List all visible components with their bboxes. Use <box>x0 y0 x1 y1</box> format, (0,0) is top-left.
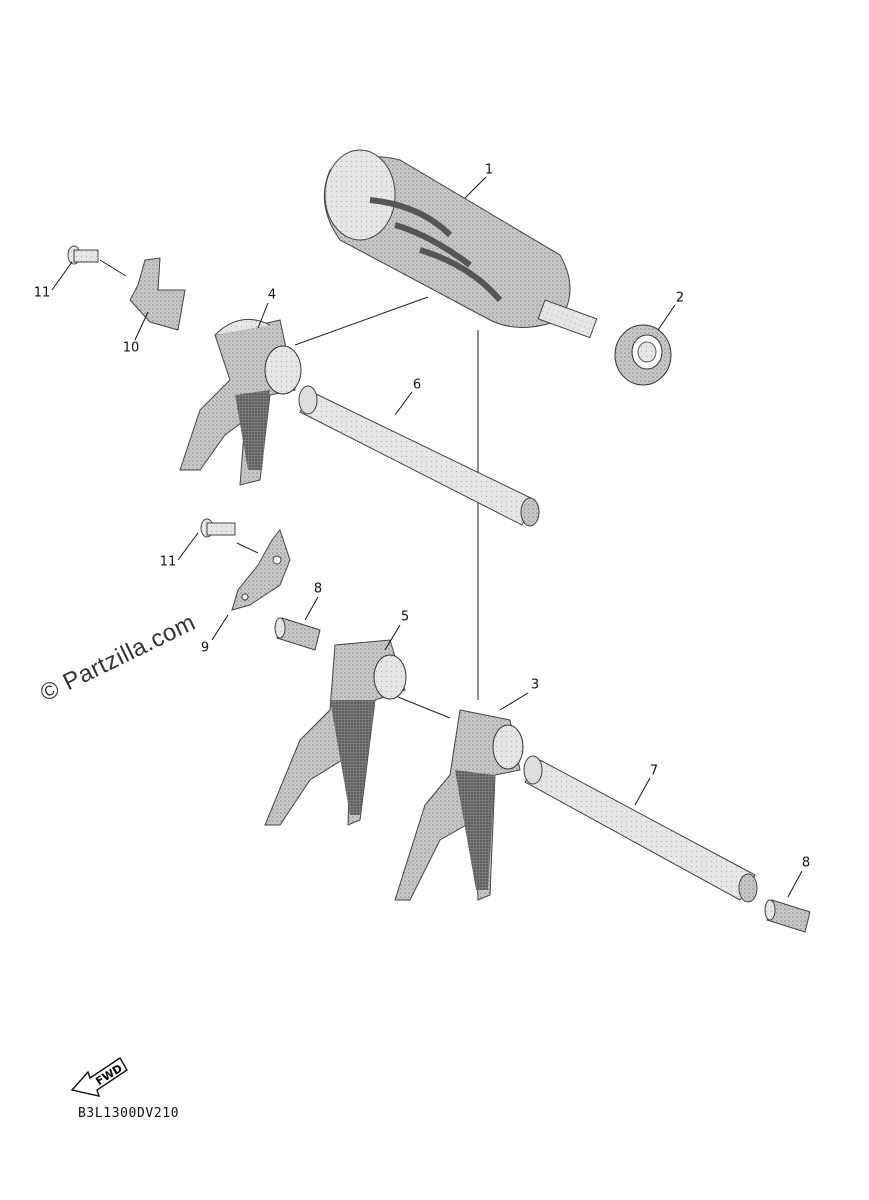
shift-drum-part-1 <box>323 149 598 339</box>
dowel-part-8-lower <box>764 899 811 933</box>
callout-leaders <box>51 176 803 898</box>
bolt-part-11-upper <box>67 245 99 265</box>
assembly-lines <box>99 259 479 719</box>
callout-2: 2 <box>675 290 685 306</box>
shaft-part-6 <box>298 385 540 527</box>
shift-fork-part-5 <box>264 639 407 826</box>
bearing-part-2 <box>614 324 672 386</box>
callout-3: 3 <box>530 677 540 693</box>
callout-7: 7 <box>649 763 659 779</box>
shift-fork-part-3 <box>394 709 524 901</box>
callout-4: 4 <box>267 287 277 303</box>
callout-11-upper: 11 <box>33 285 51 301</box>
callout-5: 5 <box>400 609 410 625</box>
callout-6: 6 <box>412 377 422 393</box>
stopper-plate-part-10 <box>129 257 186 331</box>
bolt-part-11-lower <box>200 518 236 538</box>
plate-part-9 <box>231 528 291 611</box>
callout-8-lower: 8 <box>801 855 811 871</box>
fwd-arrow-icon: FWD <box>70 1057 128 1097</box>
callout-1: 1 <box>484 162 494 178</box>
callout-8-upper: 8 <box>313 581 323 597</box>
callout-10: 10 <box>122 340 140 356</box>
dowel-part-8-upper <box>274 617 321 651</box>
callout-11-lower: 11 <box>159 554 177 570</box>
shift-fork-part-4 <box>179 318 302 486</box>
drawing-code: B3L1300DV210 <box>78 1106 180 1121</box>
callout-9: 9 <box>200 640 210 656</box>
shaft-part-7 <box>523 755 758 903</box>
